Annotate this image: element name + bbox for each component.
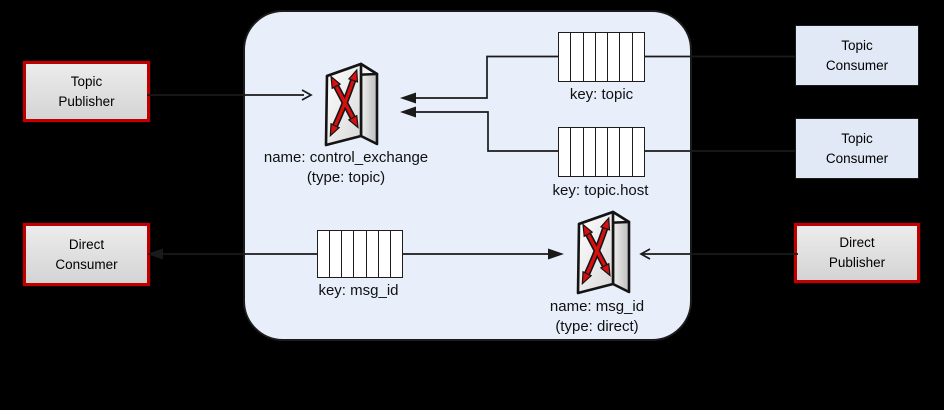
queue-cell bbox=[620, 33, 633, 81]
queue-cell bbox=[559, 33, 572, 81]
direct-consumer-node: Direct Consumer bbox=[23, 223, 150, 286]
topic-consumer-1-label-line2: Consumer bbox=[825, 57, 889, 73]
connector-queue-msg-id-to-direct-consumer bbox=[147, 248, 317, 260]
topic-consumer-2-label-line2: Consumer bbox=[825, 150, 889, 166]
topic-publisher-node: Topic Publisher bbox=[23, 61, 150, 122]
queue-topic-host-icon bbox=[558, 127, 645, 177]
direct-publisher-label-line1: Direct bbox=[839, 235, 875, 250]
connector-direct-publisher-to-direct-exchange bbox=[639, 248, 798, 260]
queue-cell bbox=[391, 231, 402, 277]
queue-cell bbox=[342, 231, 355, 277]
control-exchange-type: (type: topic) bbox=[306, 169, 386, 186]
queue-cell bbox=[318, 231, 331, 277]
control-exchange-name: name: control_exchange bbox=[263, 149, 429, 166]
queue-cell bbox=[571, 33, 584, 81]
queue-topic-host-label: key: topic.host bbox=[552, 182, 649, 199]
queue-cell bbox=[596, 33, 609, 81]
queue-cell bbox=[571, 128, 584, 176]
queue-topic-icon bbox=[558, 32, 645, 82]
topic-consumer-2-node: Topic Consumer bbox=[795, 118, 919, 179]
queue-cell bbox=[330, 231, 343, 277]
connector-queue-msg-id-to-direct-exchange bbox=[403, 248, 564, 260]
queue-cell bbox=[584, 33, 596, 81]
queue-cell bbox=[559, 128, 572, 176]
queue-cell bbox=[367, 231, 379, 277]
queue-cell bbox=[633, 33, 644, 81]
queue-msg-id-icon bbox=[317, 230, 403, 278]
queue-cell bbox=[596, 128, 609, 176]
queue-topic-label: key: topic bbox=[569, 86, 634, 103]
direct-publisher-node: Direct Publisher bbox=[794, 223, 920, 283]
queue-cell bbox=[620, 128, 633, 176]
direct-exchange-name: name: msg_id bbox=[549, 298, 645, 315]
direct-consumer-label-line2: Consumer bbox=[55, 256, 118, 272]
queue-cell bbox=[379, 231, 391, 277]
queue-cell bbox=[608, 128, 621, 176]
direct-publisher-label-line2: Publisher bbox=[828, 255, 886, 270]
direct-exchange-icon bbox=[571, 206, 643, 296]
queue-cell bbox=[633, 128, 644, 176]
topic-consumer-1-label-line1: Topic bbox=[841, 37, 873, 53]
control-exchange-label: name: control_exchange (type: topic) bbox=[246, 148, 446, 188]
connector-queue-topic-host-to-control-exchange bbox=[400, 106, 558, 152]
direct-exchange-label: name: msg_id (type: direct) bbox=[497, 297, 697, 337]
direct-exchange-type: (type: direct) bbox=[555, 318, 639, 335]
topic-publisher-label-line1: Topic bbox=[70, 73, 103, 89]
connector-topic-publisher-to-control-exchange bbox=[147, 89, 313, 101]
queue-cell bbox=[354, 231, 367, 277]
topic-consumer-2-label-line1: Topic bbox=[841, 130, 873, 146]
queue-msg-id-label: key: msg_id bbox=[318, 282, 399, 299]
queue-cell bbox=[608, 33, 621, 81]
connector-queue-topic-to-control-exchange bbox=[400, 55, 558, 104]
control-exchange-icon bbox=[319, 58, 391, 148]
queue-cell bbox=[584, 128, 596, 176]
direct-consumer-label-line1: Direct bbox=[68, 236, 105, 252]
topic-publisher-label-line2: Publisher bbox=[58, 93, 115, 109]
topic-consumer-1-node: Topic Consumer bbox=[795, 25, 919, 86]
